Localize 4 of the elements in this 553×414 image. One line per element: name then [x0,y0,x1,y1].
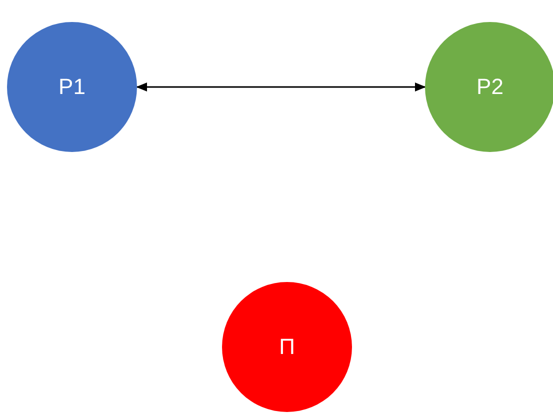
node-label: P1 [58,74,86,100]
double-arrow [136,82,426,92]
node-label: P2 [476,74,504,100]
node-label: П [279,334,295,360]
